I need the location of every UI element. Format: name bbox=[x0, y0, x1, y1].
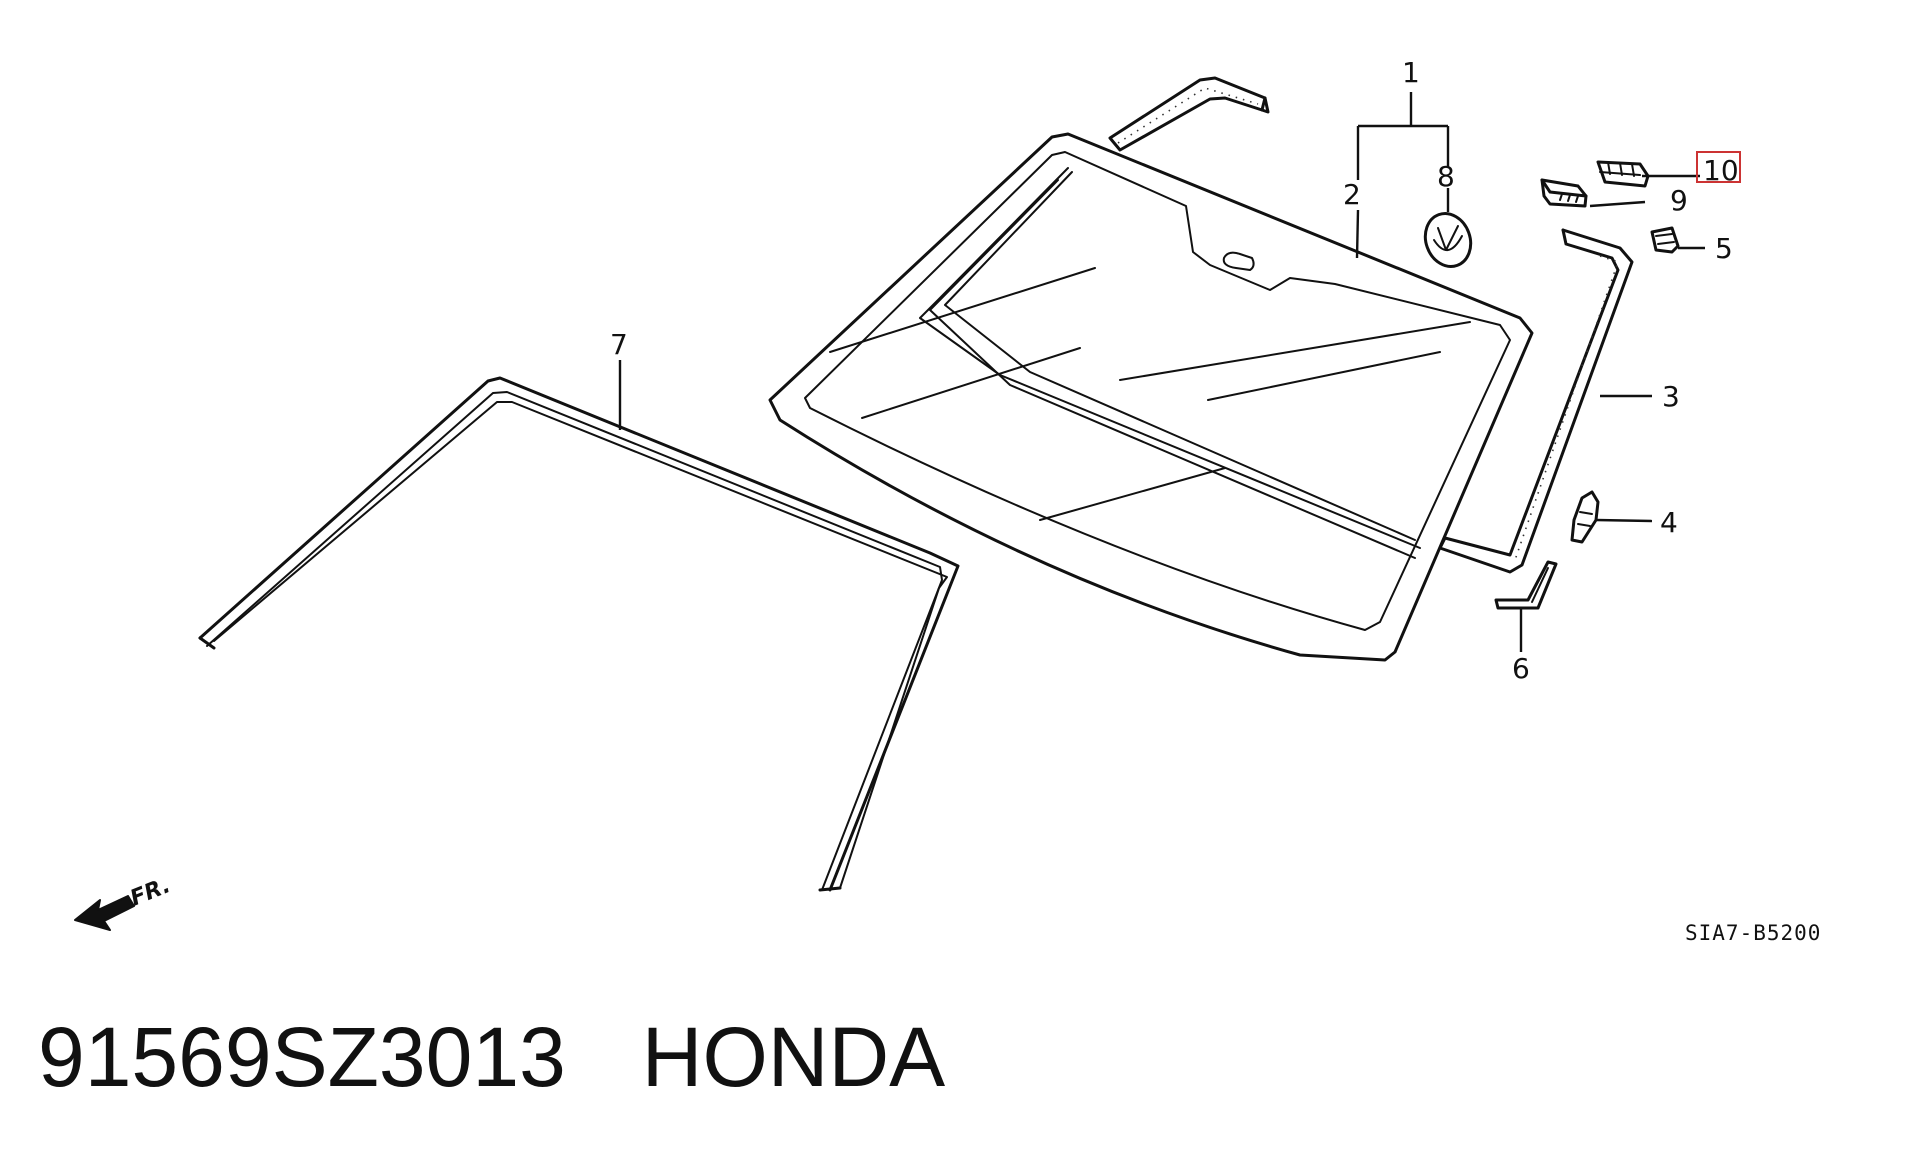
front-direction-arrow: FR. bbox=[74, 873, 174, 931]
part-10-bracket bbox=[1596, 160, 1650, 188]
callout-9: 9 bbox=[1670, 184, 1688, 217]
callout-5: 5 bbox=[1715, 232, 1733, 265]
part-4-side-clip bbox=[1570, 490, 1600, 544]
leader-lines bbox=[618, 92, 1705, 652]
brand-name: HONDA bbox=[641, 1010, 946, 1104]
drawing-code: SIA7-B5200 bbox=[1685, 921, 1821, 945]
part-7-molding bbox=[198, 376, 960, 892]
part-8-badge bbox=[1423, 212, 1473, 268]
part-2-windshield-glass bbox=[768, 132, 1534, 662]
front-indicator-label: FR. bbox=[127, 873, 174, 911]
callout-7: 7 bbox=[610, 328, 628, 361]
part-9-clip bbox=[1540, 178, 1588, 208]
callout-6: 6 bbox=[1512, 652, 1530, 685]
callout-3: 3 bbox=[1662, 380, 1680, 413]
part-5-retainer bbox=[1650, 226, 1680, 254]
part-number: 91569SZ3013 bbox=[38, 1010, 566, 1104]
part-3-side-molding bbox=[1438, 228, 1634, 574]
callout-2: 2 bbox=[1343, 178, 1361, 211]
callout-1: 1 bbox=[1402, 56, 1420, 89]
part-6-spacer bbox=[1494, 560, 1558, 610]
callout-10-highlight-box bbox=[1696, 151, 1741, 183]
callout-8: 8 bbox=[1437, 160, 1455, 193]
callout-4: 4 bbox=[1660, 506, 1678, 539]
upper-molding-strip bbox=[1108, 76, 1270, 152]
